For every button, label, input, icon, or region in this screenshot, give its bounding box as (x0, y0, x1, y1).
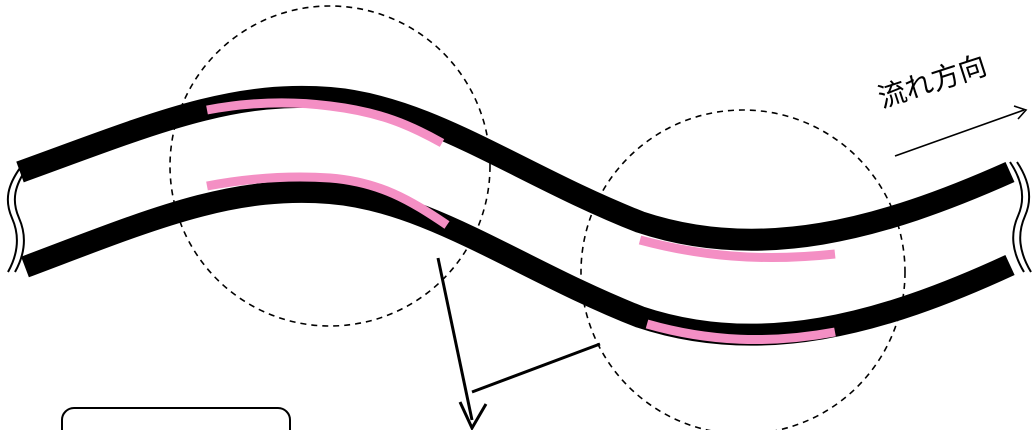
legend-box (62, 408, 290, 430)
lower-wall (25, 192, 1010, 335)
bend-region-circle-right (581, 110, 905, 430)
flow-direction-label: 流れ方向 (874, 49, 991, 115)
arrow-right-icon (895, 106, 1026, 156)
